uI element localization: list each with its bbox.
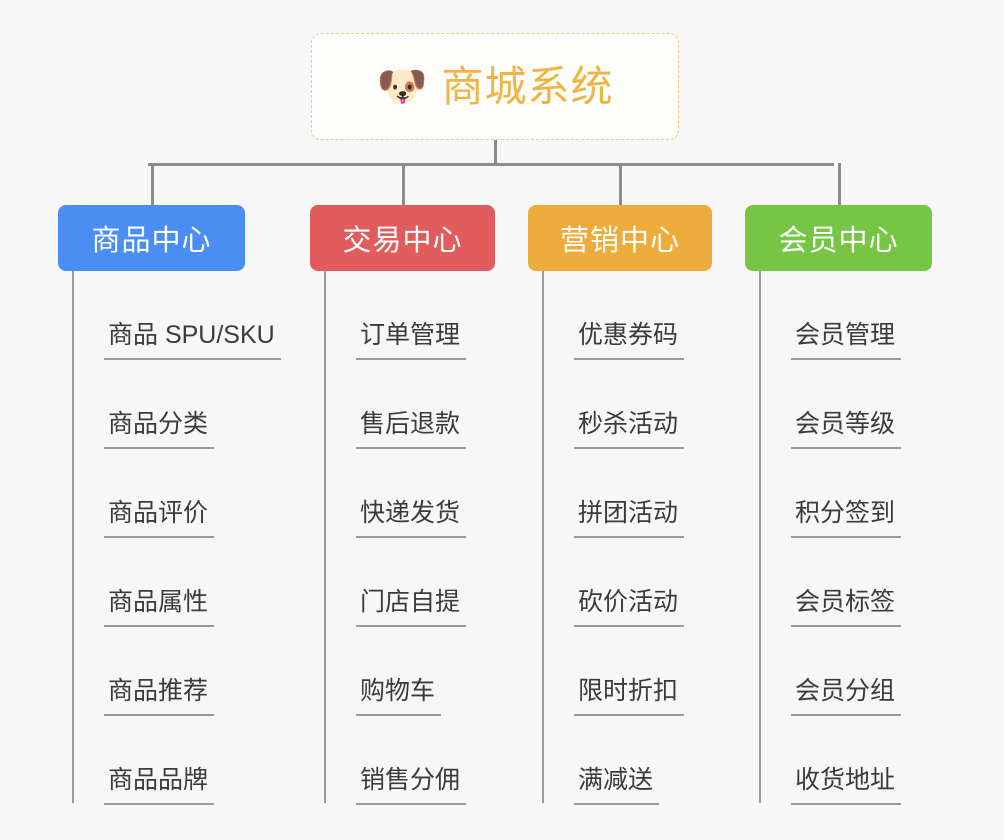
leaf-label: 秒杀活动 [574, 410, 685, 449]
leaf-label: 商品 SPU/SKU [104, 321, 281, 360]
dog-face-icon: 🐶 [376, 63, 428, 109]
list-item[interactable]: 会员等级 [761, 360, 932, 449]
branch-header-trade-center[interactable]: 交易中心 [310, 205, 495, 271]
leaf-list-trade-center: 订单管理售后退款快递发货门店自提购物车销售分佣 [326, 271, 495, 805]
list-item[interactable]: 商品评价 [74, 449, 245, 538]
leaf-label: 会员标签 [791, 588, 902, 627]
list-item[interactable]: 秒杀活动 [544, 360, 712, 449]
list-item[interactable]: 订单管理 [326, 271, 495, 360]
leaf-label: 商品推荐 [104, 677, 215, 716]
leaf-label: 购物车 [356, 677, 442, 716]
list-item[interactable]: 满减送 [544, 716, 712, 805]
branch-body-product-center: 商品 SPU/SKU 商品分类商品评价商品属性商品推荐商品品牌 [58, 271, 281, 805]
leaf-label: 限时折扣 [574, 677, 685, 716]
list-item[interactable]: 商品推荐 [74, 627, 245, 716]
branch-header-member-center[interactable]: 会员中心 [745, 205, 932, 271]
leaf-label: 商品属性 [104, 588, 215, 627]
list-item[interactable]: 销售分佣 [326, 716, 495, 805]
leaf-label: 满减送 [574, 766, 660, 805]
root-node-title: 商城系统 [441, 62, 614, 110]
branch-marketing-center: 营销中心优惠券码秒杀活动拼团活动砍价活动限时折扣满减送 [528, 205, 712, 805]
list-item[interactable]: 会员管理 [761, 271, 932, 360]
list-item[interactable]: 快递发货 [326, 449, 495, 538]
connector-drop-trade-center [402, 163, 405, 205]
branch-body-marketing-center: 优惠券码秒杀活动拼团活动砍价活动限时折扣满减送 [528, 271, 712, 805]
branch-label: 商品中心 [91, 225, 212, 257]
branch-trade-center: 交易中心订单管理售后退款快递发货门店自提购物车销售分佣 [310, 205, 495, 805]
branch-product-center: 商品中心商品 SPU/SKU 商品分类商品评价商品属性商品推荐商品品牌 [58, 205, 281, 805]
leaf-label: 商品分类 [104, 410, 215, 449]
list-item[interactable]: 会员标签 [761, 538, 932, 627]
leaf-label: 优惠券码 [574, 321, 685, 360]
branch-header-product-center[interactable]: 商品中心 [58, 205, 245, 271]
leaf-label: 砍价活动 [574, 588, 685, 627]
list-item[interactable]: 商品分类 [74, 360, 245, 449]
leaf-label: 门店自提 [356, 588, 467, 627]
connector-drop-member-center [838, 163, 841, 205]
branch-label: 营销中心 [559, 225, 680, 257]
list-item[interactable]: 商品属性 [74, 538, 245, 627]
connector-drop-product-center [151, 163, 154, 205]
leaf-label: 售后退款 [356, 410, 467, 449]
connector-drop-marketing-center [619, 163, 622, 205]
leaf-list-marketing-center: 优惠券码秒杀活动拼团活动砍价活动限时折扣满减送 [544, 271, 712, 805]
leaf-label: 会员管理 [791, 321, 902, 360]
leaf-label: 商品品牌 [104, 766, 215, 805]
leaf-label: 收货地址 [791, 766, 902, 805]
list-item[interactable]: 收货地址 [761, 716, 932, 805]
list-item[interactable]: 商品 SPU/SKU [74, 271, 281, 360]
list-item[interactable]: 砍价活动 [544, 538, 712, 627]
list-item[interactable]: 门店自提 [326, 538, 495, 627]
leaf-label: 快递发货 [356, 499, 467, 538]
leaf-label: 销售分佣 [356, 766, 467, 805]
root-node-mall-system[interactable]: 🐶 商城系统 [311, 33, 679, 140]
branch-header-marketing-center[interactable]: 营销中心 [528, 205, 712, 271]
branch-label: 交易中心 [342, 225, 463, 257]
leaf-label: 商品评价 [104, 499, 215, 538]
leaf-label: 会员分组 [791, 677, 902, 716]
branch-label: 会员中心 [778, 225, 899, 257]
list-item[interactable]: 会员分组 [761, 627, 932, 716]
leaf-label: 会员等级 [791, 410, 902, 449]
leaf-list-product-center: 商品 SPU/SKU 商品分类商品评价商品属性商品推荐商品品牌 [74, 271, 281, 805]
branch-body-member-center: 会员管理会员等级积分签到会员标签会员分组收货地址 [745, 271, 932, 805]
connector-spine-marketing-center [542, 271, 544, 803]
list-item[interactable]: 商品品牌 [74, 716, 245, 805]
list-item[interactable]: 购物车 [326, 627, 495, 716]
leaf-label: 积分签到 [791, 499, 902, 538]
connector-spine-trade-center [324, 271, 326, 803]
leaf-label: 订单管理 [356, 321, 467, 360]
branch-member-center: 会员中心会员管理会员等级积分签到会员标签会员分组收货地址 [745, 205, 932, 805]
connector-spine-product-center [72, 271, 74, 803]
list-item[interactable]: 售后退款 [326, 360, 495, 449]
connector-spine-member-center [759, 271, 761, 803]
list-item[interactable]: 拼团活动 [544, 449, 712, 538]
leaf-list-member-center: 会员管理会员等级积分签到会员标签会员分组收货地址 [761, 271, 932, 805]
list-item[interactable]: 积分签到 [761, 449, 932, 538]
list-item[interactable]: 优惠券码 [544, 271, 712, 360]
list-item[interactable]: 限时折扣 [544, 627, 712, 716]
connector-root-stem [494, 140, 497, 165]
connector-horizontal-bus [148, 163, 834, 166]
branch-body-trade-center: 订单管理售后退款快递发货门店自提购物车销售分佣 [310, 271, 495, 805]
leaf-label: 拼团活动 [574, 499, 685, 538]
